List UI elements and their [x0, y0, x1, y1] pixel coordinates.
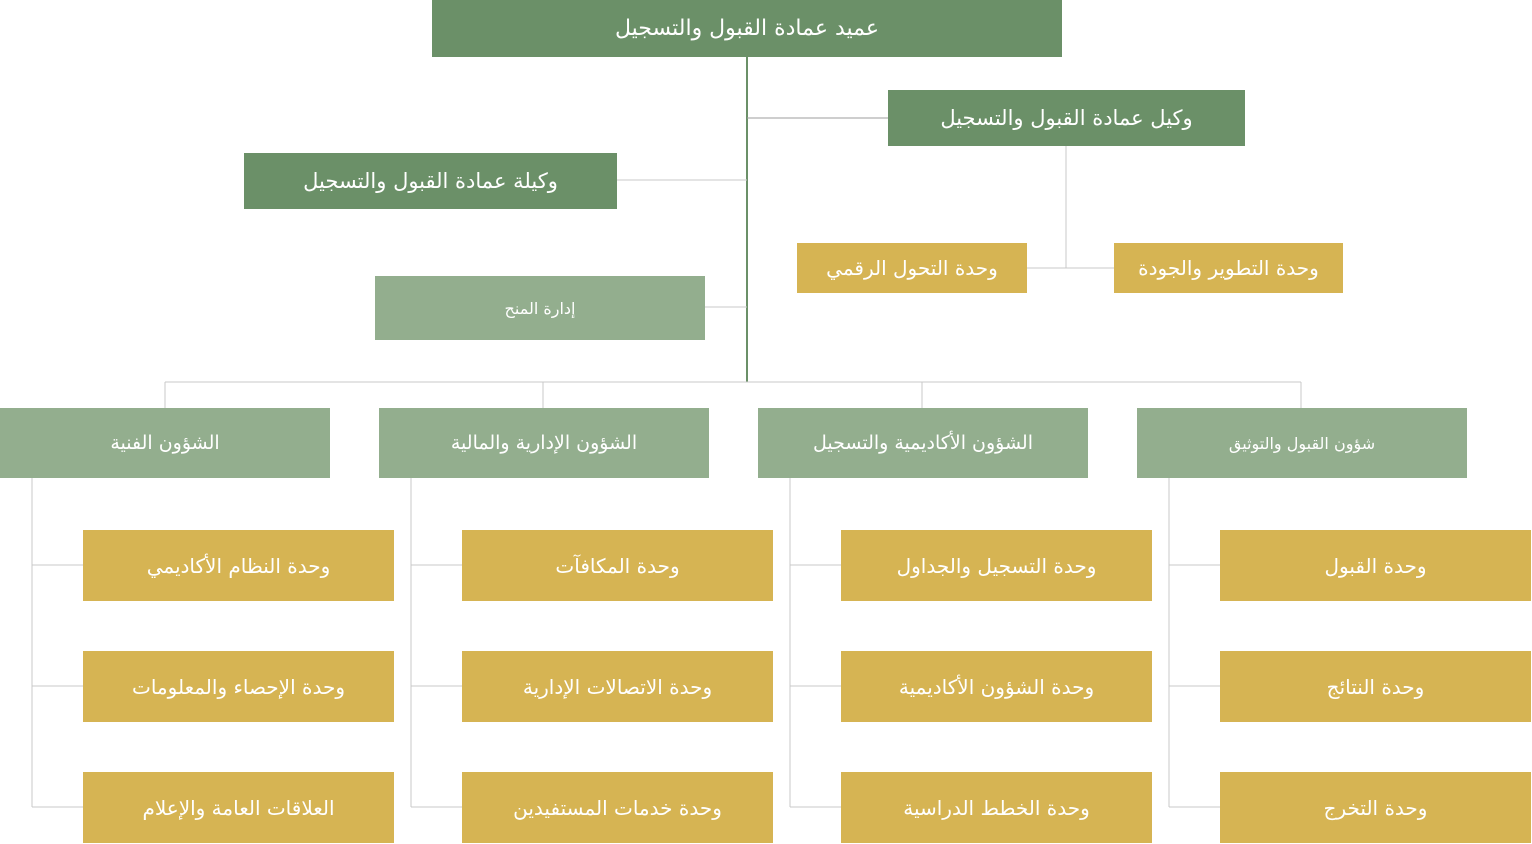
unit-statistics-information: وحدة الإحصاء والمعلومات — [83, 651, 394, 722]
unit-study-plans: وحدة الخطط الدراسية — [841, 772, 1152, 843]
department-academic-registration: الشؤون الأكاديمية والتسجيل — [758, 408, 1088, 478]
unit-results: وحدة النتائج — [1220, 651, 1531, 722]
unit-public-relations-media: العلاقات العامة والإعلام — [83, 772, 394, 843]
unit-academic-system: وحدة النظام الأكاديمي — [83, 530, 394, 601]
department-administrative-financial: الشؤون الإدارية والمالية — [379, 408, 709, 478]
unit-beneficiary-services: وحدة خدمات المستفيدين — [462, 772, 773, 843]
unit-academic-affairs: وحدة الشؤون الأكاديمية — [841, 651, 1152, 722]
vice-unit-digital: وحدة التحول الرقمي — [797, 243, 1027, 293]
vice-dean-male-box: وكيل عمادة القبول والتسجيل — [888, 90, 1245, 146]
unit-registration-schedules: وحدة التسجيل والجداول — [841, 530, 1152, 601]
unit-graduation: وحدة التخرج — [1220, 772, 1531, 843]
department-technical: الشؤون الفنية — [0, 408, 330, 478]
scholarships-box: إدارة المنح — [375, 276, 705, 340]
vice-unit-quality: وحدة التطوير والجودة — [1114, 243, 1343, 293]
unit-administrative-communications: وحدة الاتصالات الإدارية — [462, 651, 773, 722]
department-admission-documentation: شؤون القبول والتوثيق — [1137, 408, 1467, 478]
unit-rewards: وحدة المكافآت — [462, 530, 773, 601]
unit-admission: وحدة القبول — [1220, 530, 1531, 601]
vice-dean-female-box: وكيلة عمادة القبول والتسجيل — [244, 153, 617, 209]
dean-box: عميد عمادة القبول والتسجيل — [432, 0, 1062, 57]
